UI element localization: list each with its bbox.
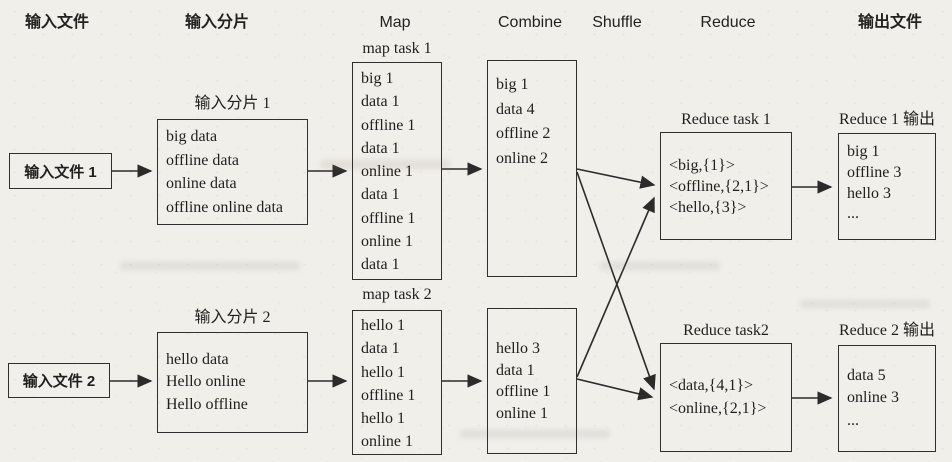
box-line: data 4 (496, 100, 535, 118)
box-line: <online,{2,1}> (669, 399, 767, 417)
arrow-shuffle-combine2-to-reduce2 (576, 378, 654, 401)
box-line: offline 1 (361, 209, 416, 227)
map-task-1-title: map task 1 (362, 40, 432, 57)
reduce-task-1-box: <big,{1}> <offline,{2,1}> <hello,{3}> (660, 132, 792, 240)
box-line: data 1 (361, 186, 400, 204)
box-line: online 1 (361, 233, 413, 251)
input-split-1-box: big data offline data online data offline o… (157, 119, 308, 225)
box-line: hello 1 (361, 410, 405, 428)
box-line: <offline,{2,1}> (669, 177, 769, 195)
box-line: <big,{1}> (669, 156, 735, 174)
box-line: offline data (166, 151, 240, 169)
box-line: online 1 (361, 163, 413, 181)
column-header-input-file: 输入文件 (24, 14, 90, 31)
box-line: <hello,{3}> (669, 198, 747, 216)
input-file-1-box: 输入文件 1 (9, 153, 112, 189)
box-line: online 1 (361, 433, 413, 451)
box-line: data 5 (847, 366, 886, 384)
box-line: big 1 (496, 76, 529, 93)
input-file-2-box: 输入文件 2 (8, 363, 110, 398)
reduce-output-1-title: Reduce 1 输出 (839, 111, 935, 128)
box-line: online 1 (496, 404, 548, 422)
box-line: big 1 (361, 70, 394, 87)
box-line: <data,{4,1}> (669, 377, 754, 394)
box-line: online 3 (847, 389, 899, 407)
arrow-shuffle-combine1-to-reduce1 (576, 168, 656, 189)
box-line: offline 1 (361, 116, 416, 134)
box-line: offline 1 (496, 383, 551, 400)
box-line: offline online data (166, 198, 283, 216)
box-line: data 1 (361, 256, 400, 274)
box-line: Hello online (166, 373, 246, 391)
box-line: hello 3 (847, 184, 891, 202)
box-line: online data (166, 175, 237, 192)
box-line: offline 1 (361, 386, 416, 404)
scan-artifact (600, 262, 720, 270)
scan-artifact (120, 262, 300, 270)
reduce-output-2-title: Reduce 2 输出 (839, 322, 935, 339)
column-header-output-file: 输出文件 (857, 14, 923, 31)
scan-artifact (460, 430, 610, 438)
reduce-task-1-title: Reduce task 1 (681, 111, 771, 128)
column-header-combine: Combine (497, 14, 563, 31)
box-line: big data (166, 128, 218, 145)
column-header-shuffle: Shuffle (592, 14, 642, 31)
box-line: data 1 (496, 361, 535, 379)
map-task-2-title: map task 2 (362, 286, 432, 303)
input-split-2-title: 输入分片 2 (194, 309, 271, 326)
box-line: hello 1 (361, 363, 405, 381)
box-line: data 1 (361, 340, 400, 358)
column-header-reduce: Reduce (700, 14, 756, 31)
column-header-input-split: 输入分片 (184, 14, 250, 31)
reduce-task-2-title: Reduce task2 (683, 322, 769, 339)
box-line: data 1 (361, 93, 400, 111)
box-line: ... (847, 411, 859, 429)
arrow-shuffle-combine1-to-reduce2 (576, 171, 656, 391)
box-line: offline 3 (847, 163, 902, 181)
box-line: hello data (166, 350, 229, 368)
input-split-1-title: 输入分片 1 (194, 95, 271, 112)
scan-artifact (320, 160, 450, 169)
combine-2-box: hello 3 data 1 offline 1 online 1 (487, 308, 577, 454)
box-line: Hello offline (166, 395, 248, 413)
box-line: online 2 (496, 149, 548, 167)
combine-1-box: big 1 data 4 offline 2 online 2 (487, 60, 577, 277)
reduce-output-2-box: data 5 online 3... (838, 345, 936, 452)
box-line: hello 3 (496, 340, 540, 357)
box-line: data 1 (361, 139, 400, 157)
reduce-output-1-box: big 1 offline 3 hello 3... (838, 133, 936, 240)
arrow-shuffle-combine2-to-reduce1 (576, 196, 655, 378)
map-task-2-box: hello 1 data 1 hello 1 offline 1 hello 1 onli… (352, 310, 442, 455)
box-line: offline 2 (496, 125, 551, 142)
scan-artifact (800, 300, 930, 308)
box-line: hello 1 (361, 317, 405, 334)
box-line: ... (847, 205, 859, 223)
box-line: big 1 (847, 143, 880, 160)
column-header-map: Map (379, 14, 411, 31)
map-task-1-box: big 1 data 1 offline 1 data 1 online 1 data 1… (352, 62, 442, 280)
reduce-task-2-box: <data,{4,1}> <online,{2,1}> (660, 343, 792, 452)
